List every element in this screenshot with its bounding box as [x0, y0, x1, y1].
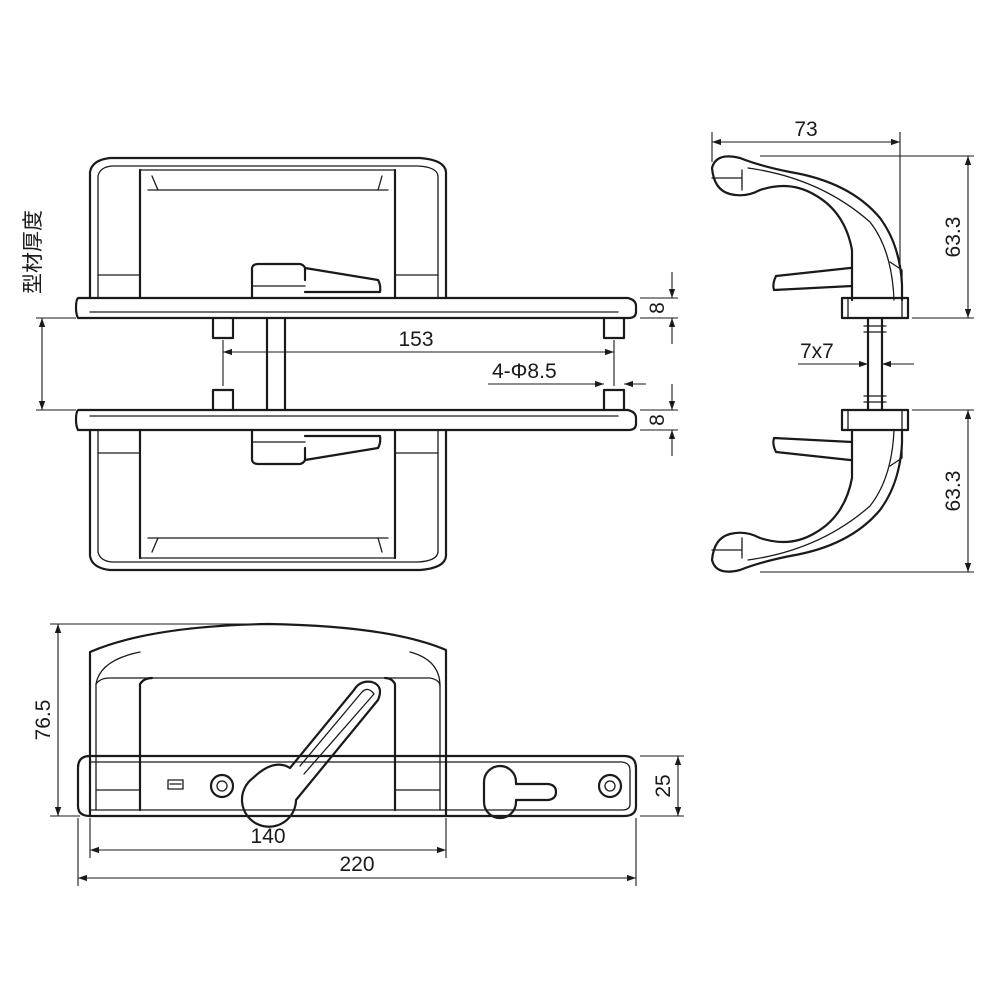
dim-73: 73	[711, 118, 901, 264]
label-7x7: 7x7	[800, 340, 834, 363]
dim-220: 220	[77, 818, 637, 886]
dim-profile-thickness: 型材厚度	[21, 210, 76, 411]
dim-140: 140	[89, 818, 447, 858]
dim-7x7: 7x7	[798, 340, 914, 368]
front-handle	[88, 622, 448, 818]
spindle	[265, 316, 287, 412]
side-lower-lever	[710, 408, 910, 573]
upper-handle	[88, 156, 448, 300]
label-73: 73	[794, 118, 817, 141]
side-view: 73 63.3 63.3 7x7	[710, 118, 974, 573]
dim-76-5: 76.5	[32, 623, 260, 817]
label-63-lower: 63.3	[942, 471, 965, 512]
dim-63-upper: 63.3	[760, 155, 974, 319]
label-63-upper: 63.3	[942, 217, 965, 258]
upper-plate	[74, 296, 638, 320]
dim-63-lower: 63.3	[760, 409, 974, 573]
front-lever	[240, 680, 382, 828]
lower-plate	[74, 408, 638, 432]
label-25: 25	[652, 774, 675, 797]
label-76-5: 76.5	[32, 700, 55, 741]
label-140: 140	[250, 825, 285, 848]
lower-handle	[88, 428, 448, 572]
screw-posts	[211, 316, 626, 412]
dim-153: 153	[222, 328, 615, 386]
dim-holes: 4-Φ8.5	[488, 360, 646, 388]
front-backplate	[76, 754, 638, 820]
front-view: 76.5 25 140 220	[32, 622, 684, 886]
top-view: 8 8 153 4-Φ8.5 型材厚度	[21, 156, 678, 572]
label-8-bottom: 8	[646, 414, 669, 426]
dim-8-top: 8	[640, 272, 678, 344]
label-8-top: 8	[646, 302, 669, 314]
dim-8-bottom: 8	[640, 384, 678, 456]
label-220: 220	[339, 853, 374, 876]
label-holes: 4-Φ8.5	[492, 360, 557, 383]
dim-25: 25	[640, 755, 684, 817]
label-profile-thickness: 型材厚度	[21, 210, 45, 294]
side-upper-lever	[710, 155, 910, 320]
label-153: 153	[398, 328, 433, 351]
